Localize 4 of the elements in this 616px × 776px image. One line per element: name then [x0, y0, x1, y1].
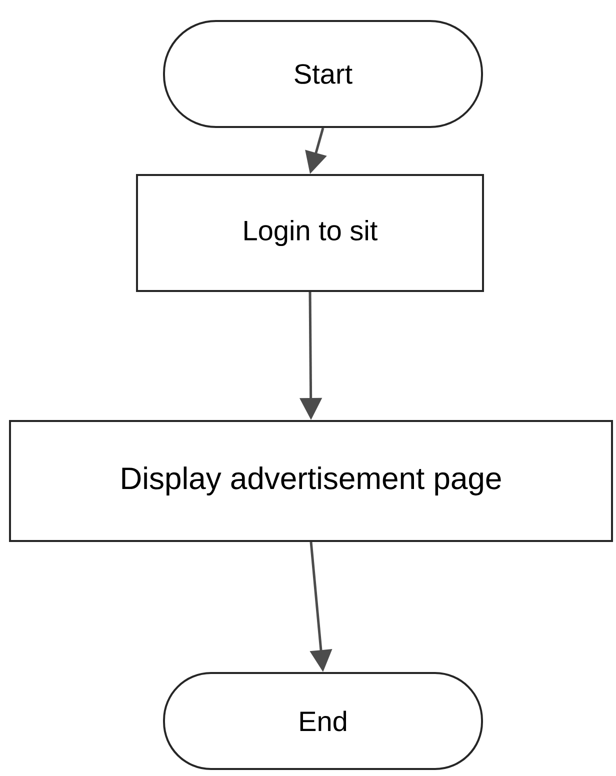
end-terminal: End [163, 672, 483, 770]
process-box: Login to sit [136, 174, 484, 292]
process-box: Display advertisement page [9, 420, 613, 542]
start-terminal: Start [163, 20, 483, 128]
